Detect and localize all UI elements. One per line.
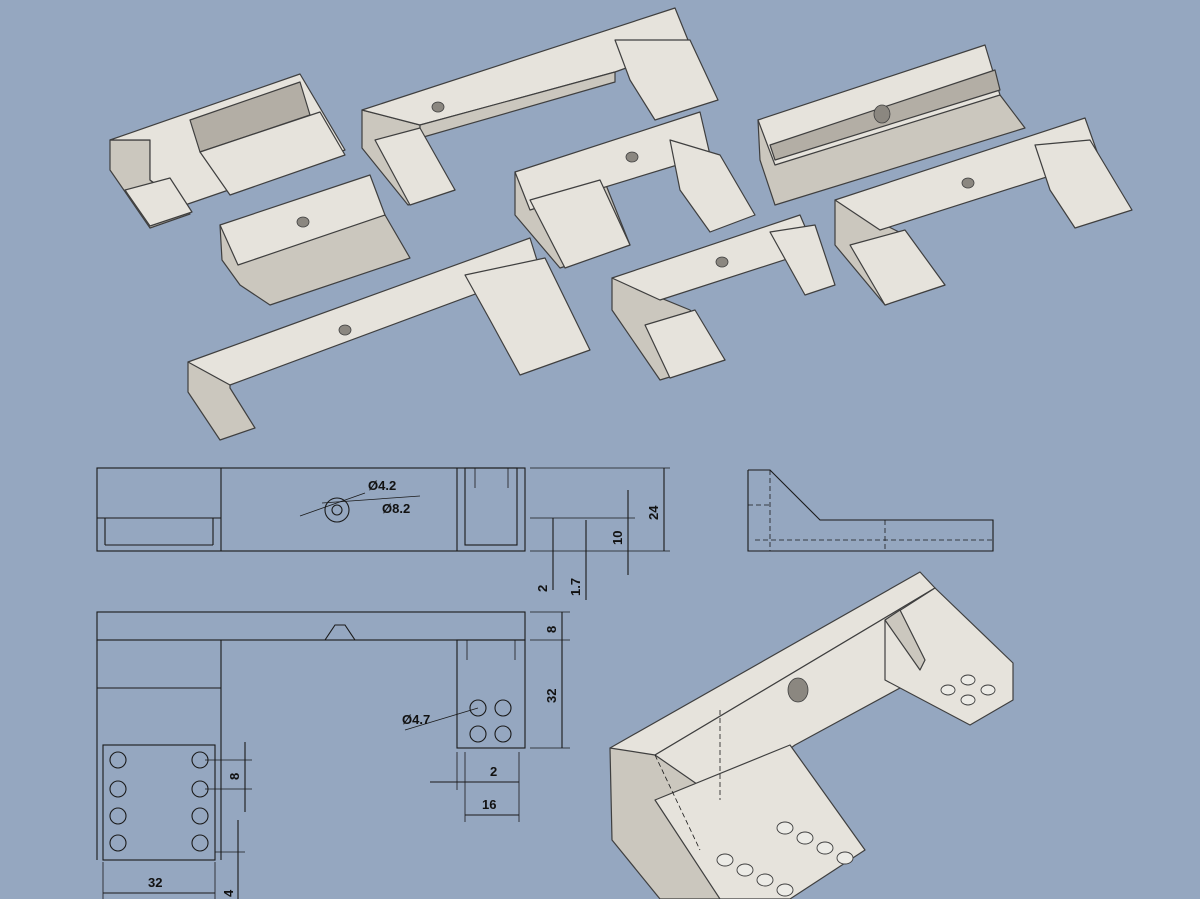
vertical-dimensions [530, 467, 670, 600]
part-g-rail [757, 44, 1026, 206]
dim-tab-depth: 32 [544, 689, 559, 703]
dim-edge-offset: 4 [221, 889, 236, 897]
dim-hole-small: Ø4.2 [368, 478, 396, 493]
side-profile-view [747, 469, 994, 552]
dim-stud-hole: Ø4.7 [402, 712, 430, 727]
dim-tab-width: 16 [482, 797, 496, 812]
dim-hole-counterbore: Ø8.2 [382, 501, 410, 516]
top-view [96, 611, 570, 899]
part-e-long-bracket [187, 237, 591, 441]
part-b-long-bracket [361, 7, 719, 206]
parts-render-group [109, 7, 1133, 441]
part-d-center-bracket [514, 111, 756, 269]
part-f-center-bracket [611, 214, 836, 381]
dim-height-inner: 10 [610, 531, 625, 545]
front-view [96, 467, 526, 552]
isometric-detail-part [609, 571, 1014, 899]
part-h-right-bracket [834, 117, 1133, 306]
dim-tab-wall: 2 [490, 764, 497, 779]
part-c-box-bracket [219, 174, 411, 306]
dim-height-total: 24 [646, 505, 661, 520]
part-a-bracket [109, 73, 346, 229]
dim-top-thickness: 8 [544, 626, 559, 633]
dim-plate-width: 32 [148, 875, 162, 890]
dim-stud-pitch: 8 [227, 773, 242, 780]
dim-wall-thickness: 2 [535, 585, 550, 592]
dim-floor-thickness: 1.7 [568, 578, 583, 596]
